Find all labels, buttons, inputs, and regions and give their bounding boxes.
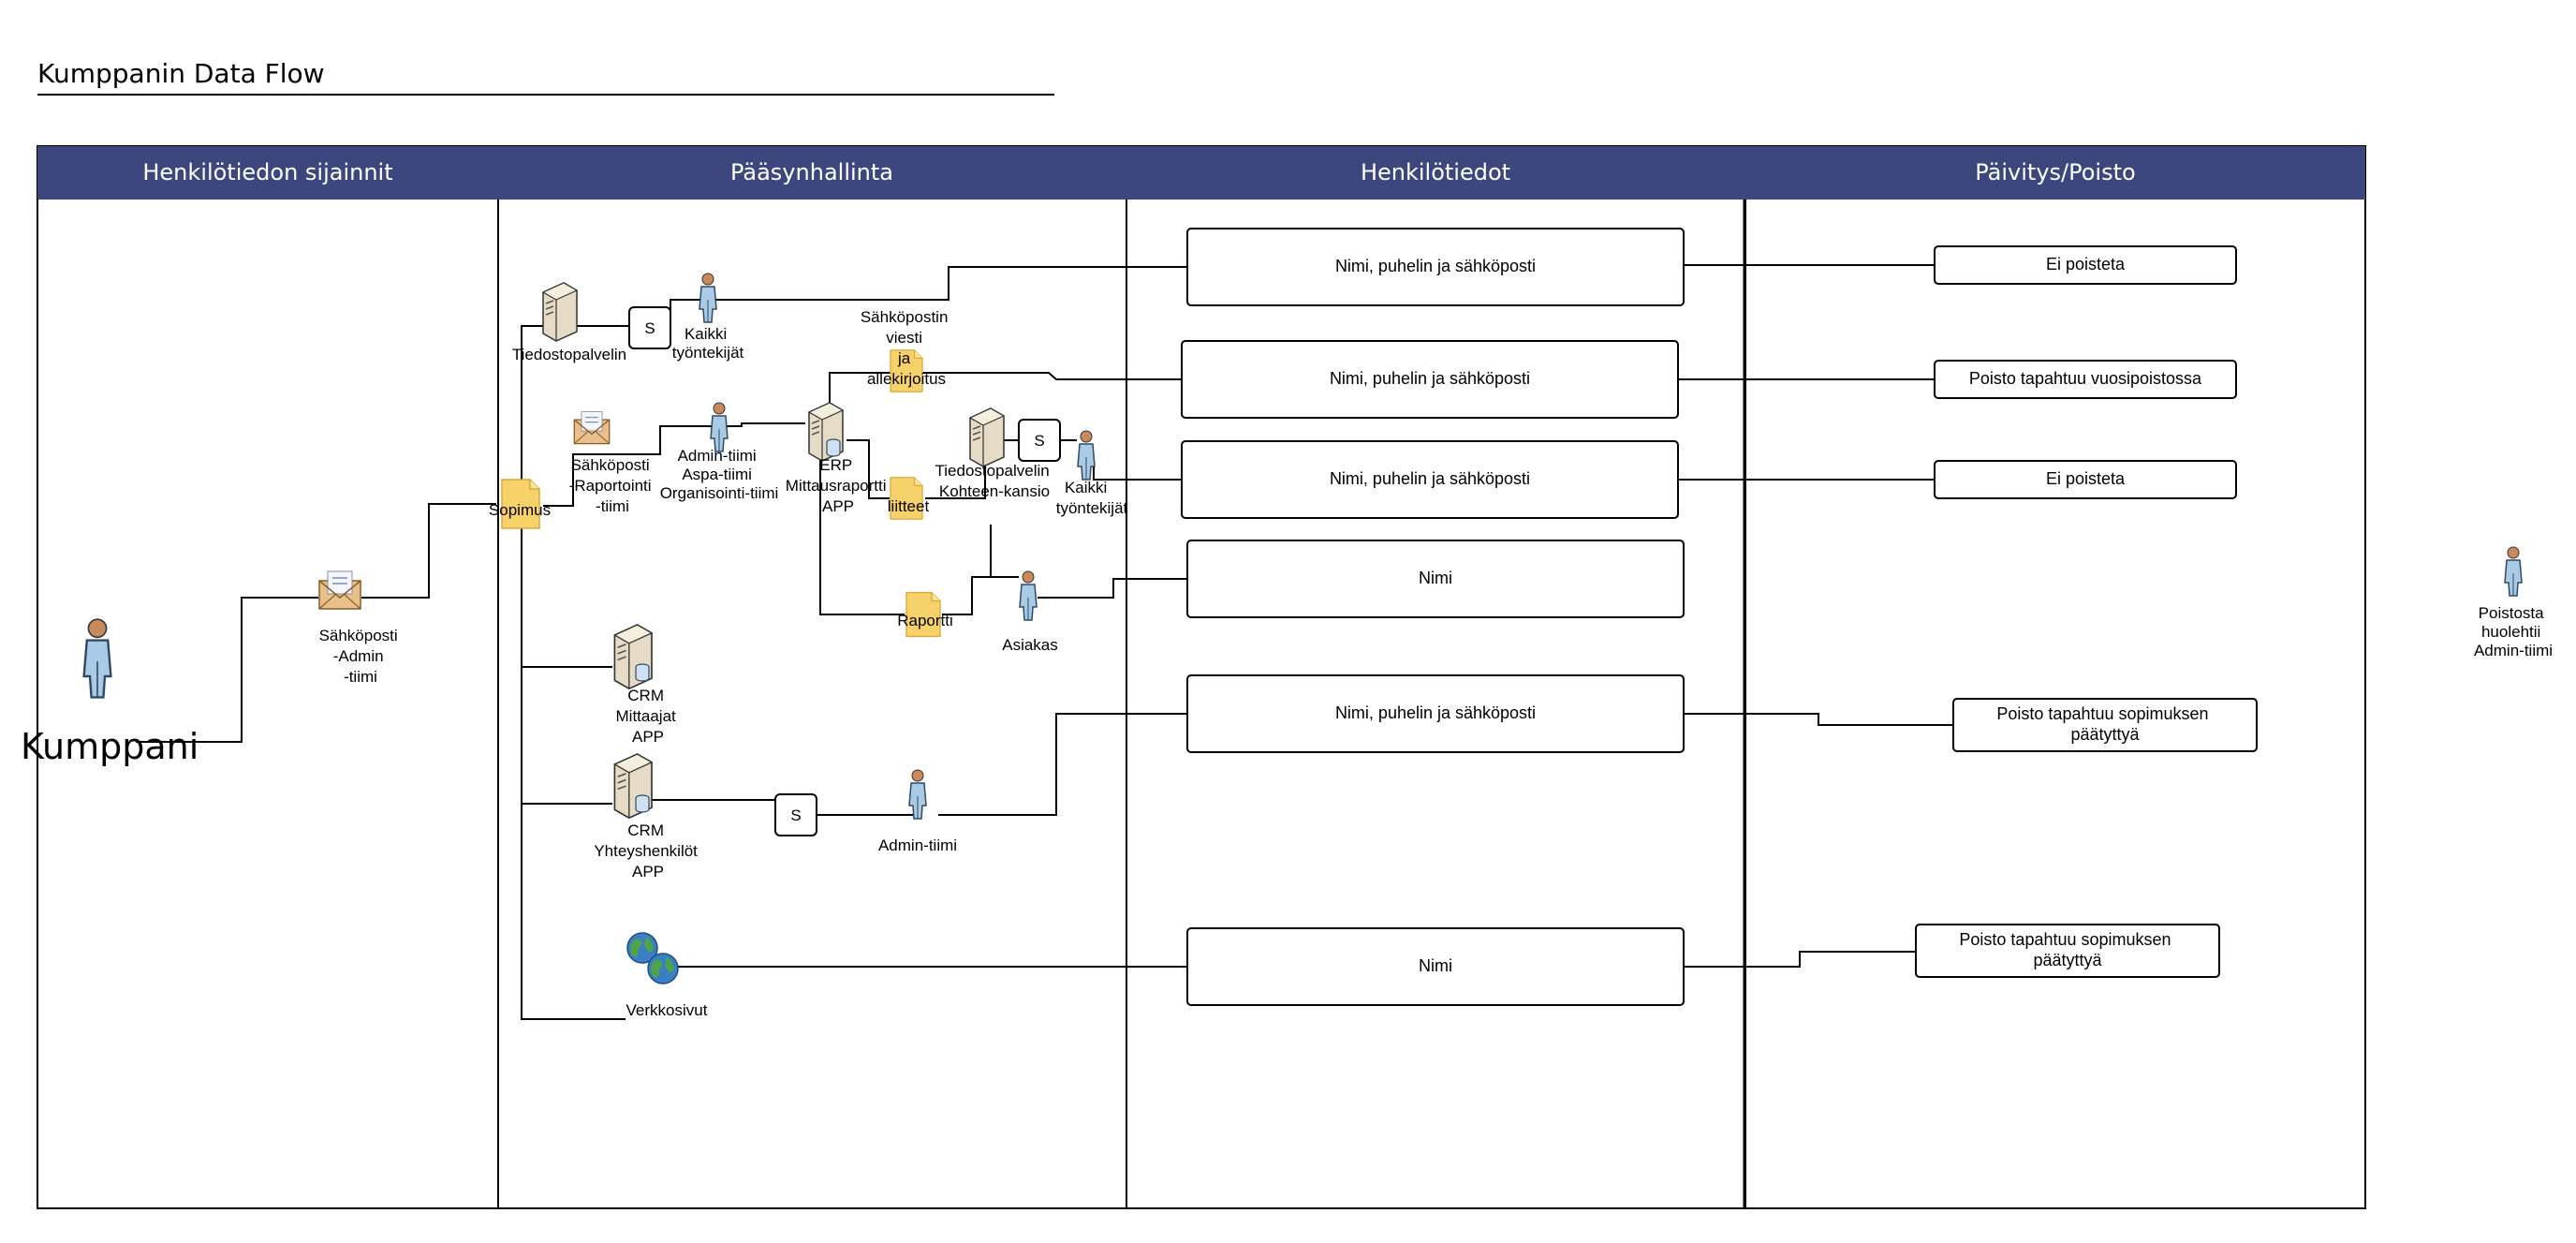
poistosta-label: Poistosta huolehtii Admin-tiimi <box>2474 604 2553 659</box>
asiakas-label: Asiakas <box>1002 636 1058 654</box>
deletion-box <box>1952 698 2258 752</box>
data-box <box>1186 927 1685 1006</box>
data-box-label: Nimi <box>1419 569 1452 587</box>
deletion-box-label: Poisto tapahtuu vuosipoistossa <box>1969 369 2202 388</box>
deletion-box <box>1934 245 2237 285</box>
data-box <box>1186 674 1685 753</box>
lane-paivitys <box>1744 145 2366 1209</box>
partner-person-icon <box>82 618 112 699</box>
crm-mittaajat-label: CRM Mittaajat APP <box>616 687 681 746</box>
s-box-2-label: S <box>1034 432 1044 450</box>
lane-paasynhallinta <box>497 145 1127 1209</box>
person-icon-admin-teams <box>710 402 729 452</box>
kaikki-tyontekijat-label-1: Kaikki työntekijät <box>672 325 744 362</box>
person-icon <box>699 273 717 323</box>
raportti-label: Raportti <box>897 612 953 629</box>
data-box-label: Nimi, puhelin ja sähköposti <box>1330 469 1530 488</box>
lane-title-henkilotiedot: Henkilötiedot <box>1361 159 1510 185</box>
file-server-icon-2 <box>969 407 1005 467</box>
data-box-label: Nimi <box>1419 956 1452 975</box>
liitteet-label: liitteet <box>888 497 930 515</box>
data-box <box>1186 540 1685 618</box>
file-server-icon <box>542 282 578 342</box>
sopimus-label: Sopimus <box>489 501 551 519</box>
person-icon-2 <box>1077 430 1096 481</box>
deletion-box <box>1934 360 2237 399</box>
verkkosivut-label: Verkkosivut <box>626 1001 708 1019</box>
lane-header-paivitys <box>1745 146 2365 200</box>
data-box <box>1181 340 1679 419</box>
s-box-2 <box>1018 419 1061 462</box>
data-box-label: Nimi, puhelin ja sähköposti <box>1330 369 1530 388</box>
email-icon-2 <box>573 410 611 445</box>
sahkoposti-viesti-label: Sähköpostin viesti ja allekirjoitus <box>861 308 952 388</box>
lane-title-paasynhallinta: Pääsynhallinta <box>730 159 893 185</box>
tiedostopalvelin-2-label: Tiedostopalvelin Kohteen-kansio <box>935 462 1054 500</box>
s-box-1-label: S <box>644 319 655 337</box>
s-box-3-label: S <box>790 806 801 824</box>
data-box-label: Nimi, puhelin ja sähköposti <box>1335 257 1536 275</box>
lane-title-paivitys: Päivitys/Poisto <box>1975 159 2135 185</box>
globe-icon-2 <box>647 953 679 984</box>
swimlanes: Henkilötiedon sijainnit Pääsynhallinta H… <box>37 145 2366 1209</box>
data-box-label: Nimi, puhelin ja sähköposti <box>1335 703 1536 722</box>
deletion-box-label: Poisto tapahtuu sopimuksen päätyttyä <box>1996 704 2213 744</box>
email-raportointi-label: Sähköposti -Raportointi -tiimi <box>569 456 656 515</box>
database-icon-2 <box>635 663 650 682</box>
crm-yhteys-label: CRM Yhteyshenkilöt APP <box>594 821 701 880</box>
deletion-boxes: Ei poisteta Poisto tapahtuu vuosipoistos… <box>1915 245 2258 978</box>
lane-header-henkilotiedot <box>1126 146 1745 200</box>
data-box <box>1181 440 1679 519</box>
s-box-3 <box>774 793 817 836</box>
kaikki-tyontekijat-label-2: Kaikki työntekijät <box>1056 479 1128 517</box>
person-icon-deletion-owner <box>2504 546 2523 597</box>
lane-title-sijainnit: Henkilötiedon sijainnit <box>142 159 392 185</box>
admin-teams-label: Admin-tiimi Aspa-tiimi Organisointi-tiim… <box>660 447 779 502</box>
database-icon-3 <box>635 794 650 813</box>
deletion-box-label: Ei poisteta <box>2046 255 2126 274</box>
email-admin-label: Sähköposti -Admin -tiimi <box>319 627 403 686</box>
deletion-box <box>1934 460 2237 499</box>
erp-label: ERP Mittausraportti APP <box>786 456 891 515</box>
lane-header-paasynhallinta <box>498 146 1126 200</box>
partner-label: Kumppani <box>21 726 199 767</box>
admin-tiimi-label: Admin-tiimi <box>878 836 957 854</box>
admin-person-icon <box>908 769 927 820</box>
deletion-box-label: Ei poisteta <box>2046 469 2126 488</box>
connectors <box>136 264 1953 1020</box>
deletion-box-label: Poisto tapahtuu sopimuksen päätyttyä <box>1959 930 2175 969</box>
email-icon <box>318 570 361 610</box>
customer-person-icon <box>1019 570 1038 621</box>
data-boxes: Nimi, puhelin ja sähköposti Nimi, puheli… <box>1181 228 1685 1006</box>
data-box <box>1186 228 1685 306</box>
lane-header-sijainnit <box>37 146 498 200</box>
tiedostopalvelin-label: Tiedostopalvelin <box>512 346 626 363</box>
deletion-box <box>1915 924 2220 978</box>
s-box-1 <box>628 306 671 349</box>
database-icon <box>826 438 841 457</box>
diagram-title: Kumppanin Data Flow <box>37 58 325 89</box>
